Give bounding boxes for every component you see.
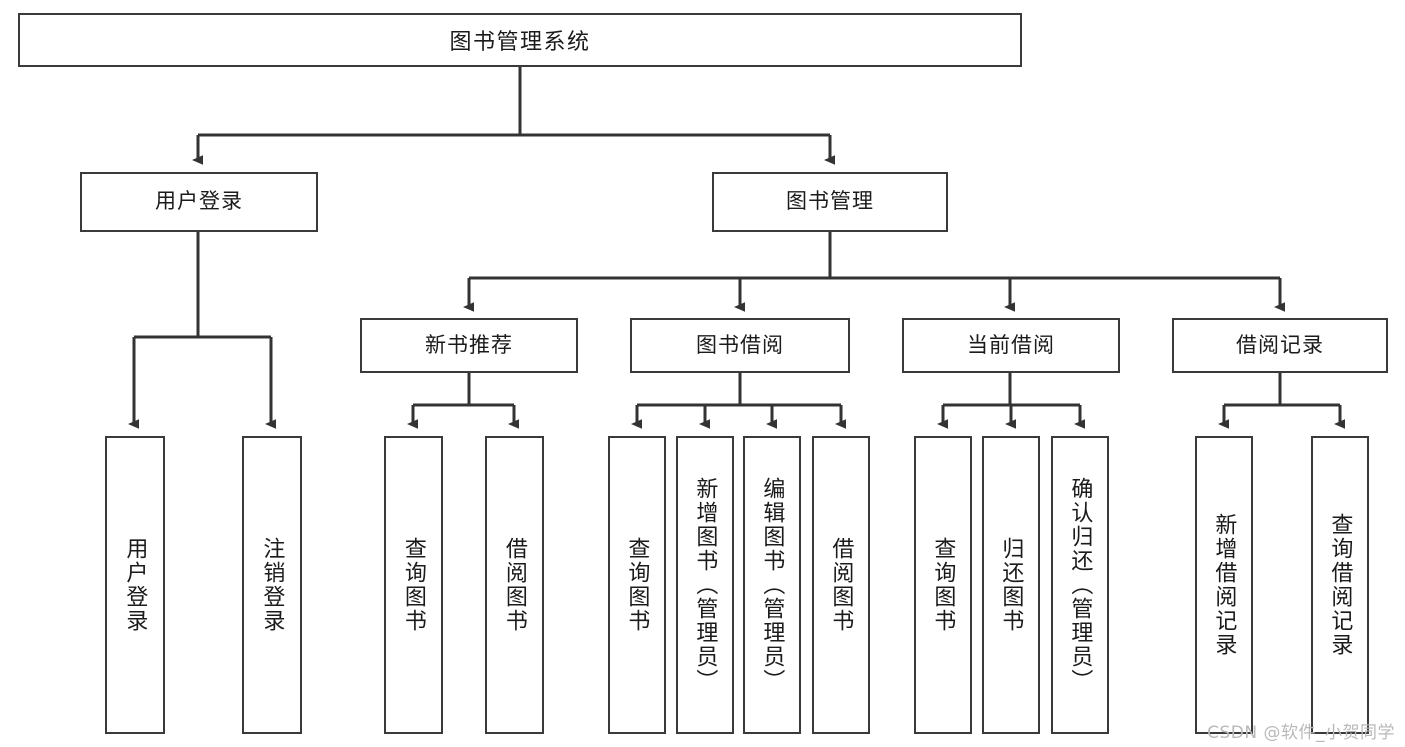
node-new-book-recommend[interactable]: 新书推荐 [360, 318, 578, 373]
node-leaf-query-book-2[interactable]: 查询图书 [608, 436, 666, 734]
node-current-borrow[interactable]: 当前借阅 [902, 318, 1120, 373]
node-leaf-query-record[interactable]: 查询借阅记录 [1311, 436, 1369, 734]
node-label: 新增图书（管理员） [693, 477, 719, 693]
node-leaf-logout-login[interactable]: 注销登录 [242, 436, 302, 734]
node-label: 当前借阅 [967, 333, 1055, 357]
node-label: 用户登录 [123, 537, 149, 633]
node-leaf-add-record[interactable]: 新增借阅记录 [1195, 436, 1253, 734]
node-borrow-record[interactable]: 借阅记录 [1172, 318, 1388, 373]
node-label: 新书推荐 [425, 333, 513, 357]
node-label: 新增借阅记录 [1212, 513, 1238, 657]
node-user-login[interactable]: 用户登录 [80, 172, 318, 232]
node-label: 注销登录 [260, 537, 286, 633]
node-label: 查询图书 [625, 537, 651, 633]
node-label: 图书管理系统 [449, 29, 591, 54]
node-leaf-confirm-return[interactable]: 确认归还（管理员） [1051, 436, 1109, 734]
node-label: 查询图书 [401, 537, 427, 633]
node-label: 图书管理 [786, 190, 874, 214]
node-leaf-return-book[interactable]: 归还图书 [982, 436, 1040, 734]
node-root-book-management-system[interactable]: 图书管理系统 [18, 13, 1022, 67]
node-label: 借阅记录 [1236, 333, 1324, 357]
node-leaf-borrow-book-2[interactable]: 借阅图书 [812, 436, 870, 734]
node-leaf-query-book-3[interactable]: 查询图书 [914, 436, 972, 734]
node-label: 查询借阅记录 [1328, 513, 1354, 657]
node-book-borrow[interactable]: 图书借阅 [630, 318, 850, 373]
node-label: 确认归还（管理员） [1068, 477, 1094, 693]
node-label: 借阅图书 [502, 537, 528, 633]
node-label: 查询图书 [931, 537, 957, 633]
node-label: 借阅图书 [829, 537, 855, 633]
node-leaf-edit-book[interactable]: 编辑图书（管理员） [743, 436, 801, 734]
node-leaf-add-book[interactable]: 新增图书（管理员） [676, 436, 734, 734]
node-label: 图书借阅 [696, 333, 784, 357]
watermark-text: CSDN @软件_小贺同学 [1207, 723, 1395, 743]
node-leaf-user-login[interactable]: 用户登录 [105, 436, 165, 734]
node-label: 归还图书 [999, 537, 1025, 633]
node-book-management[interactable]: 图书管理 [712, 172, 948, 232]
node-label: 用户登录 [155, 190, 243, 214]
node-label: 编辑图书（管理员） [760, 477, 786, 693]
node-leaf-borrow-book-1[interactable]: 借阅图书 [485, 436, 544, 734]
node-leaf-query-book-1[interactable]: 查询图书 [384, 436, 443, 734]
